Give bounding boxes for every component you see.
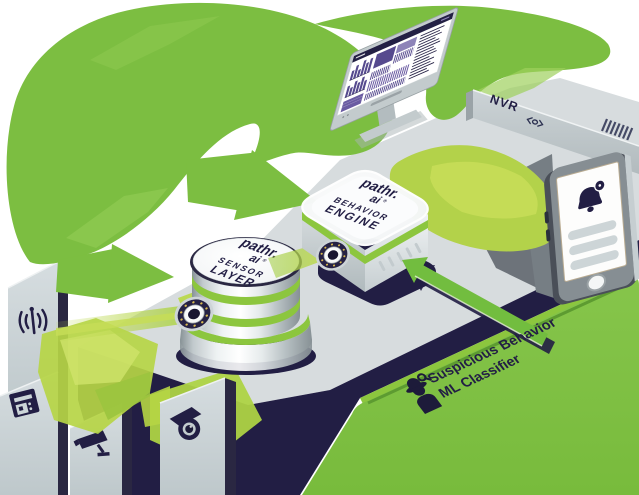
bar-chart-2	[344, 76, 368, 98]
ml-classifier-panel	[302, 277, 639, 495]
sensor-logo-reg: ®	[261, 257, 269, 263]
sensor-input-beam-core	[56, 310, 196, 336]
notification-list	[567, 220, 619, 271]
engine-logo-reg: ®	[382, 198, 390, 204]
vent-grill-icon	[600, 118, 634, 141]
alert-flow-arrow	[389, 145, 560, 252]
classifier-to-engine-arrow	[402, 257, 555, 354]
arrowhead-to-engine	[234, 150, 318, 220]
phone-volume-button	[544, 211, 549, 224]
phone-mute-button	[545, 229, 551, 242]
behavior-engine-box: pathr. ai ® BEHAVIOR ENGINE	[301, 169, 436, 306]
heatmap-block	[340, 92, 364, 113]
beam-splash-facet	[60, 330, 140, 385]
monitor	[329, 7, 459, 149]
smartphone	[544, 152, 639, 305]
wifi-signal-icon	[18, 306, 48, 335]
engine-side-slots	[378, 242, 422, 272]
monitor-dashboard	[340, 12, 454, 113]
monitor-screen	[336, 11, 455, 116]
dome-camera-icon	[169, 406, 202, 440]
dashboard-list-lines	[408, 25, 445, 80]
panel-dome-side	[225, 378, 236, 495]
phone-home-button[interactable]	[586, 273, 607, 293]
monitor-stand-base	[359, 109, 422, 142]
nvr-end-cap	[466, 90, 473, 121]
cctv-camera-icon	[73, 430, 110, 457]
beam-splash-facet2	[95, 372, 150, 420]
bar-chart-1	[349, 57, 374, 81]
badge-reader-icon	[9, 388, 40, 418]
nvr-front-face	[473, 90, 639, 174]
phone-side	[624, 153, 639, 282]
bell-notification-icon	[578, 179, 606, 213]
nvr-indicator-icon	[526, 117, 544, 127]
arrow-shaft-to-sensor	[56, 248, 118, 300]
green-flow-arrow	[6, 2, 611, 303]
engine-right-band	[365, 220, 428, 264]
panel-cctv-side	[122, 404, 132, 495]
engine-top-face	[301, 169, 429, 247]
sensor-layer-cylinder: pathr. ai ® SENSOR LAYER	[168, 236, 316, 375]
flow-top-band	[315, 5, 611, 120]
detective-icon	[406, 373, 443, 415]
panel-dome	[159, 377, 236, 495]
arrowhead-to-sensor	[108, 244, 174, 303]
